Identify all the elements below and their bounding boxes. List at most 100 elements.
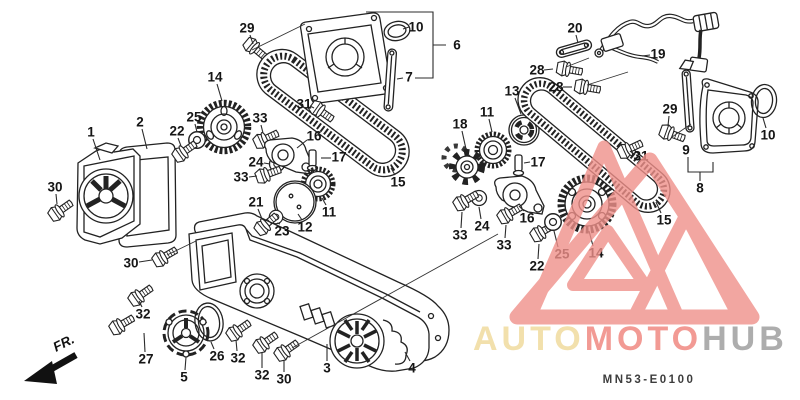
svg-text:10: 10: [408, 20, 423, 35]
svg-text:22: 22: [169, 124, 184, 139]
svg-text:33: 33: [496, 238, 512, 253]
bolt-30-b: [149, 242, 181, 270]
part-label-29: 29: [239, 21, 255, 45]
svg-text:16: 16: [519, 211, 535, 226]
stud-17-right: [512, 154, 525, 177]
part-label-18: 18: [452, 117, 468, 150]
gasket-10-right: [750, 83, 778, 119]
part-label-17: 17: [523, 155, 546, 170]
part-label-27: 27: [138, 332, 154, 367]
svg-text:6: 6: [453, 38, 461, 53]
part-label-32: 32: [254, 353, 270, 383]
part-label-25: 25: [186, 110, 202, 133]
watermark-triangle-large-outer: [509, 152, 760, 325]
part-label-24: 24: [248, 155, 271, 170]
part-label-16: 16: [518, 205, 535, 226]
plate-12: [273, 180, 317, 224]
part-label-16: 16: [296, 129, 322, 149]
part-label-20: 20: [567, 21, 583, 44]
svg-text:10: 10: [760, 128, 775, 143]
watermark-triangle-small-inner: [567, 225, 651, 291]
svg-text:31: 31: [296, 97, 312, 112]
part-label-17: 17: [321, 150, 347, 165]
part-label-19: 19: [641, 47, 666, 62]
svg-text:33: 33: [252, 111, 268, 126]
brand-moto: MOTO: [585, 320, 702, 358]
gear-11-right: [474, 131, 512, 169]
part-label-10: 10: [402, 20, 424, 35]
part-label-11: 11: [321, 197, 337, 220]
part-label-6: 6: [453, 38, 461, 53]
part-label-30: 30: [276, 360, 292, 387]
svg-text:7: 7: [405, 70, 413, 85]
svg-text:15: 15: [390, 175, 406, 190]
bracket-20: [555, 39, 593, 58]
part-label-15: 15: [390, 167, 406, 190]
svg-text:8: 8: [696, 181, 704, 196]
part-label-1: 1: [87, 125, 101, 161]
part-label-32: 32: [135, 300, 151, 322]
cap-5: [162, 309, 210, 358]
svg-text:16: 16: [306, 129, 322, 144]
stay-9: [678, 59, 695, 133]
brand-hub: HUB: [702, 320, 788, 358]
svg-text:17: 17: [530, 155, 545, 170]
part-label-11: 11: [480, 105, 495, 133]
svg-text:24: 24: [474, 219, 490, 234]
svg-text:14: 14: [207, 70, 223, 85]
part-label-33: 33: [496, 224, 512, 253]
bolt-32-b: [223, 315, 255, 344]
svg-text:15: 15: [656, 213, 672, 228]
svg-text:30: 30: [47, 180, 62, 195]
part-label-21: 21: [248, 195, 264, 220]
svg-text:1: 1: [87, 125, 95, 140]
svg-text:29: 29: [662, 102, 677, 117]
bolt-28-a: [555, 59, 585, 80]
svg-text:22: 22: [529, 259, 544, 274]
bolt-27: [106, 310, 138, 338]
upper-cover-6: [299, 12, 392, 104]
svg-text:28: 28: [529, 63, 545, 78]
svg-text:32: 32: [135, 307, 150, 322]
svg-text:28: 28: [548, 80, 564, 95]
svg-text:33: 33: [452, 228, 468, 243]
svg-text:30: 30: [276, 372, 291, 387]
bolt-28-b: [573, 77, 603, 98]
svg-text:11: 11: [480, 105, 495, 120]
part-label-5: 5: [180, 356, 188, 385]
part-label-12: 12: [297, 213, 313, 235]
svg-text:30: 30: [123, 256, 138, 271]
part-label-31: 31: [296, 97, 315, 112]
cam-pulley-14-left: [196, 99, 252, 155]
oring-26: [194, 302, 224, 342]
part-label-10: 10: [760, 117, 776, 143]
svg-text:5: 5: [180, 370, 188, 385]
svg-text:19: 19: [650, 47, 665, 62]
part-label-13: 13: [504, 84, 522, 115]
fr-label: FR.: [51, 331, 77, 354]
part-label-14: 14: [207, 70, 223, 102]
part-label-8: 8: [696, 181, 704, 196]
watermark-logo: [509, 140, 760, 325]
part-label-26: 26: [209, 341, 225, 364]
svg-text:11: 11: [322, 205, 337, 220]
svg-text:23: 23: [274, 224, 290, 239]
fr-arrow-icon: [24, 352, 78, 384]
cover-1: [76, 142, 141, 245]
part-label-23: 23: [274, 222, 290, 239]
part-label-4: 4: [404, 351, 416, 376]
svg-text:33: 33: [233, 170, 249, 185]
svg-text:29: 29: [239, 21, 254, 36]
svg-text:25: 25: [186, 110, 202, 125]
part-label-33: 33: [233, 170, 258, 185]
part-label-32: 32: [230, 339, 246, 366]
part-label-15: 15: [655, 201, 672, 228]
part-label-29: 29: [662, 102, 678, 127]
washer-25-right: [544, 213, 562, 231]
brand-auto: AUTO: [473, 320, 585, 358]
svg-text:2: 2: [136, 115, 144, 130]
part-label-3: 3: [323, 344, 331, 376]
